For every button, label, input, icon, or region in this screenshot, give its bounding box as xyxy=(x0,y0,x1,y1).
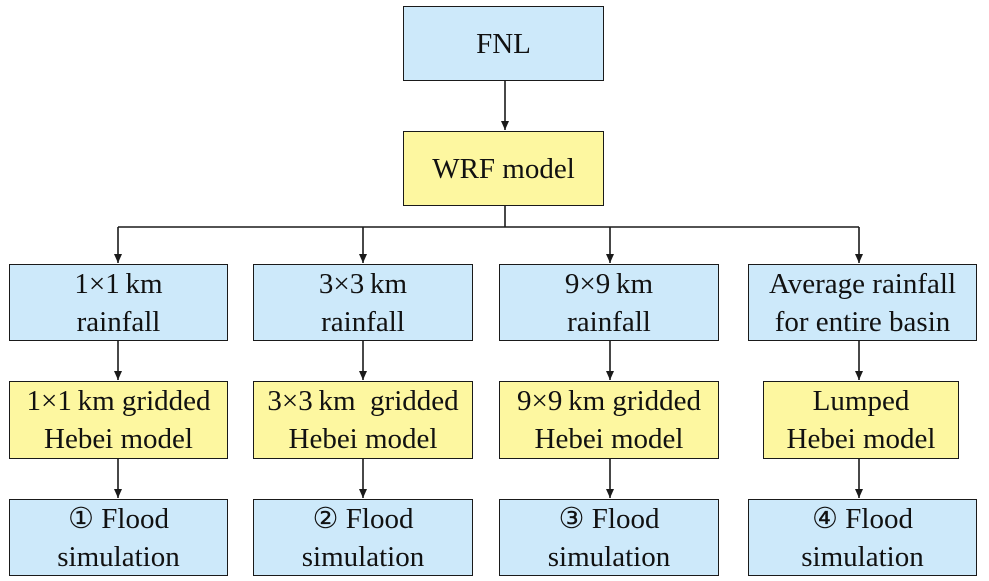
rainfall-3-line-2: rainfall xyxy=(567,305,651,338)
rainfall-1-line-1: 1×1 km xyxy=(74,267,163,300)
simulation-box-4: ④ Flood simulation xyxy=(748,499,977,576)
simulation-2-line-1: ② Flood xyxy=(312,502,414,535)
simulation-3-line-2: simulation xyxy=(547,540,671,573)
rainfall-2-line-1: 3×3 km xyxy=(318,267,408,300)
rainfall-2-line-2: rainfall xyxy=(321,305,405,338)
wrf-model-box: WRF model xyxy=(403,131,604,206)
simulation-box-2: ② Flood simulation xyxy=(253,499,473,576)
simulation-4-line-1: ④ Flood xyxy=(812,502,913,535)
simulation-box-3: ③ Flood simulation xyxy=(499,499,719,576)
model-box-2: 3×3 km gridded Hebei model xyxy=(253,381,473,459)
simulation-2-line-2: simulation xyxy=(301,540,425,573)
model-1-line-2: Hebei model xyxy=(44,423,193,455)
fnl-label: FNL xyxy=(476,27,531,60)
rainfall-box-1: 1×1 km rainfall xyxy=(9,264,228,341)
model-4-line-2: Hebei model xyxy=(786,423,936,455)
model-4-line-1: Lumped xyxy=(812,385,910,417)
simulation-1-line-1: ① Flood xyxy=(68,502,169,535)
rainfall-box-2: 3×3 km rainfall xyxy=(253,264,473,341)
model-box-1: 1×1 km gridded Hebei model xyxy=(9,381,228,459)
wrf-model-label: WRF model xyxy=(432,152,575,185)
model-3-line-2: Hebei model xyxy=(534,423,684,455)
model-box-3: 9×9 km gridded Hebei model xyxy=(499,381,719,459)
rainfall-4-line-1: Average rainfall xyxy=(768,267,957,300)
model-3-line-1: 9×9 km gridded xyxy=(516,385,702,417)
simulation-box-1: ① Flood simulation xyxy=(9,499,228,576)
rainfall-4-line-2: for entire basin xyxy=(774,305,951,338)
model-2-line-1: 3×3 km gridded xyxy=(267,385,459,417)
simulation-1-line-2: simulation xyxy=(57,540,180,573)
rainfall-box-4: Average rainfall for entire basin xyxy=(748,264,977,341)
fnl-box: FNL xyxy=(403,6,604,81)
simulation-3-line-1: ③ Flood xyxy=(558,502,660,535)
model-box-4: Lumped Hebei model xyxy=(763,381,959,459)
rainfall-box-3: 9×9 km rainfall xyxy=(499,264,719,341)
model-2-line-2: Hebei model xyxy=(288,423,438,455)
model-1-line-1: 1×1 km gridded xyxy=(26,385,211,417)
simulation-4-line-2: simulation xyxy=(801,540,924,573)
rainfall-3-line-1: 9×9 km xyxy=(564,267,654,300)
rainfall-1-line-2: rainfall xyxy=(76,305,161,338)
